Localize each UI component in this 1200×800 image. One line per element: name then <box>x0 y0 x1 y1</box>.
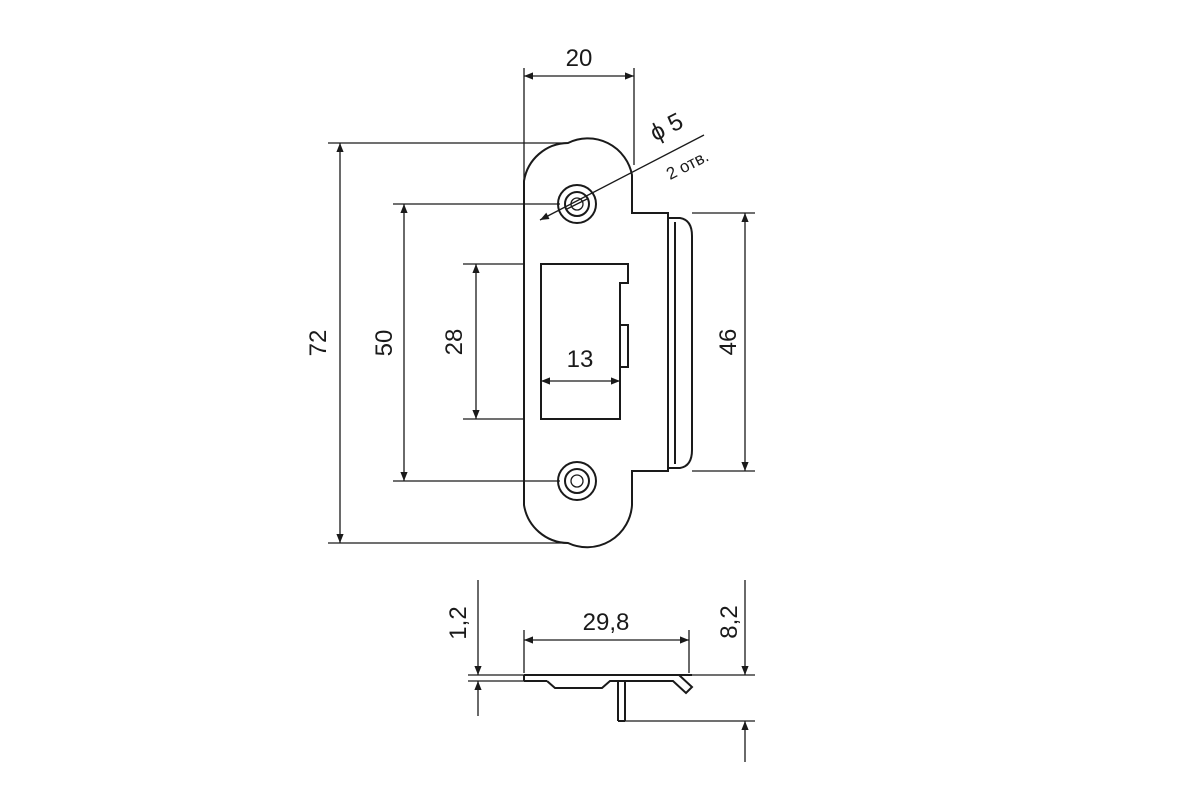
latch-slot <box>540 263 629 420</box>
svg-text:8,2: 8,2 <box>716 605 743 638</box>
dimension-slot-width: 13 <box>541 346 620 385</box>
svg-text:29,8: 29,8 <box>583 609 630 636</box>
svg-text:20: 20 <box>566 45 593 72</box>
dimension-top-width: 20 <box>523 45 635 200</box>
svg-text:ϕ 5: ϕ 5 <box>646 108 688 147</box>
dimension-side-width: 29,8 <box>523 609 690 673</box>
bottom-screw-hole <box>557 461 597 501</box>
svg-text:46: 46 <box>715 329 742 356</box>
plate-lip <box>668 217 693 469</box>
svg-text:1,2: 1,2 <box>445 606 472 639</box>
dimension-overall-height: 72 <box>305 142 568 544</box>
dimension-plate-thickness: 1,2 <box>445 580 524 716</box>
dimension-lip-height: 46 <box>692 212 755 472</box>
dimension-side-depth: 8,2 <box>625 580 755 762</box>
svg-text:72: 72 <box>305 330 332 357</box>
svg-text:13: 13 <box>567 346 594 373</box>
plate-outline <box>523 137 669 549</box>
side-view <box>523 674 694 722</box>
dimension-hole-spacing: 50 <box>371 203 560 482</box>
dimension-slot-height: 28 <box>441 263 524 420</box>
svg-text:28: 28 <box>441 329 468 356</box>
front-view <box>523 137 693 549</box>
svg-text:50: 50 <box>371 330 398 357</box>
